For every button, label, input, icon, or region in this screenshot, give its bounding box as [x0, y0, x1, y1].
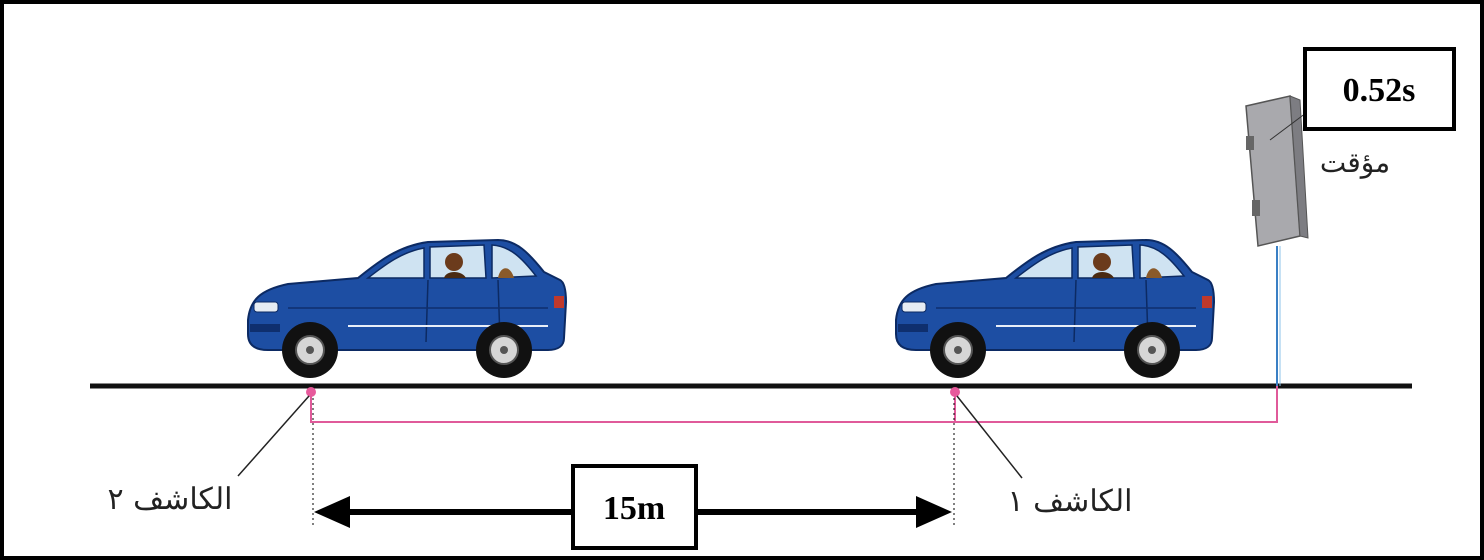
- distance-arrow-left-head: [314, 496, 350, 528]
- detector-1-sensor: [950, 387, 960, 397]
- detector-2-leader: [237, 395, 310, 477]
- detector-2-sensor: [306, 387, 316, 397]
- detector-wire: [310, 386, 1278, 423]
- detector-1-label: الكاشف ١: [1007, 484, 1132, 519]
- distance-label: 15m: [603, 490, 665, 527]
- detector-2-label: الكاشف ٢: [107, 482, 232, 517]
- timer-reading-box: [1303, 47, 1456, 131]
- timer-device: [1245, 95, 1311, 247]
- car-left: [247, 239, 567, 379]
- distance-arrow-right-head: [916, 496, 952, 528]
- distance-box: [571, 464, 698, 550]
- timer-label: مؤقت: [1320, 146, 1390, 179]
- timer-reading: 0.52s: [1343, 72, 1416, 109]
- car-right: [895, 239, 1215, 379]
- detector-1-leader: [956, 395, 1023, 479]
